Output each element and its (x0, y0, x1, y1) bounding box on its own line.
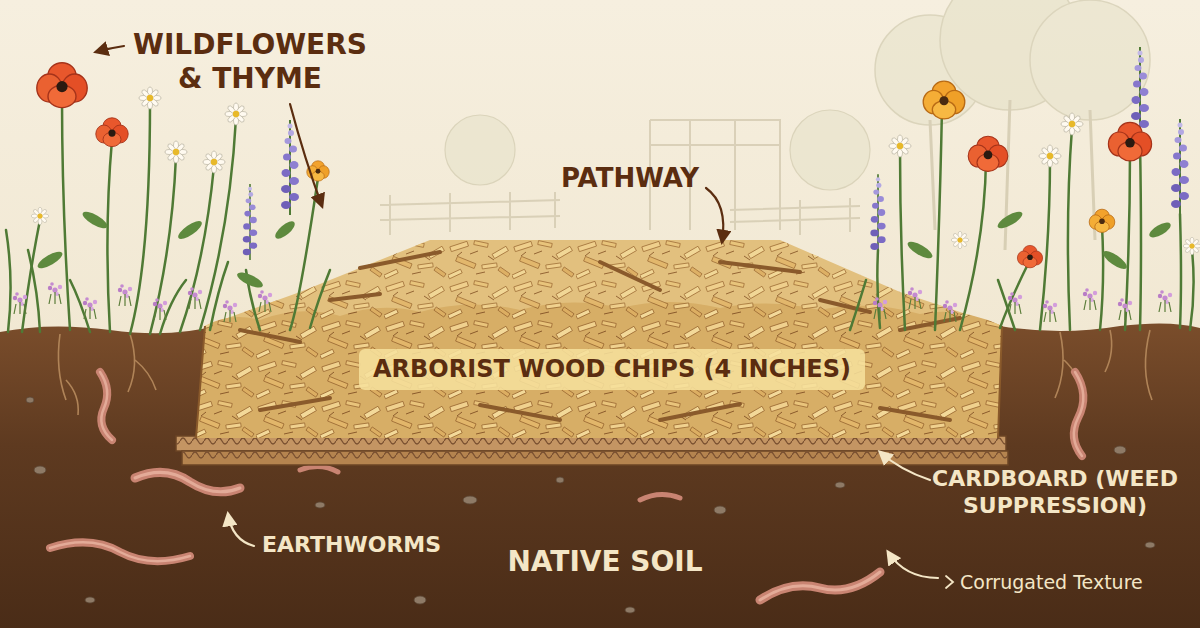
corrugated-leader (888, 552, 938, 578)
native-soil (0, 323, 1200, 628)
twigs (240, 252, 960, 420)
wildflowers-leader-down (290, 104, 322, 206)
background-trees (445, 0, 1150, 250)
background-fence (380, 120, 860, 235)
cardboard-layer (176, 436, 1008, 465)
wood-chips-layer (196, 302, 1002, 438)
layer-label: ARBORIST WOOD CHIPS (4 INCHES) (373, 355, 851, 384)
texture-note: Corrugated Texture (960, 571, 1185, 594)
wildflowers-leader-left (96, 46, 124, 52)
soil-label: NATIVE SOIL (485, 545, 725, 579)
corrugated-chevron (946, 576, 953, 588)
cardboard-label: CARDBOARD (WEED SUPPRESSION) (920, 466, 1190, 520)
cardboard-leader (880, 452, 930, 480)
earthworms-label: EARTHWORMS (262, 532, 462, 559)
pathway-label: PATHWAY (545, 163, 715, 195)
right-plants (850, 47, 1200, 330)
earthworms-leader (228, 514, 254, 546)
layer-label-band: ARBORIST WOOD CHIPS (4 INCHES) (359, 349, 865, 390)
leader-arrows (96, 46, 953, 588)
pathway-leader (706, 188, 723, 242)
plants-label: WILDFLOWERS & THYME (130, 28, 370, 96)
left-plants (6, 63, 330, 334)
